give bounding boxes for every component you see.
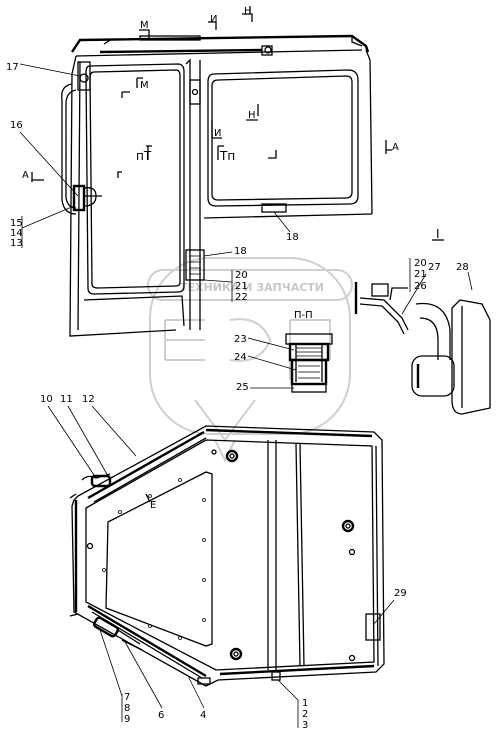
callout-20a: 20 [235, 270, 248, 281]
watermark: ТЕХНИКА И ЗАПЧАСТИ [147, 257, 353, 463]
callout-22: 22 [235, 292, 248, 303]
callout-24: 24 [234, 352, 247, 363]
callout-27: 27 [428, 262, 441, 273]
cab-top-view [69, 425, 385, 687]
mark-n-inner: Н [248, 110, 256, 121]
callout-17: 17 [6, 62, 19, 73]
upper-callouts: 17 16 15 14 13 18 18 20 21 22 [6, 62, 299, 303]
section-pp-label: П-П [294, 310, 313, 321]
detail-i-label: I [436, 227, 440, 241]
callout-21a: 21 [235, 281, 248, 292]
callout-4: 4 [200, 710, 206, 721]
view-e-label: Е [150, 500, 156, 511]
callout-1: 1 [302, 698, 308, 709]
lower-callouts: Е 10 11 12 29 7 8 9 6 4 1 2 3 [40, 394, 407, 731]
callout-20b: 20 [414, 258, 427, 269]
callout-10: 10 [40, 394, 53, 405]
callout-23: 23 [234, 334, 247, 345]
callout-9: 9 [124, 714, 130, 725]
callout-16: 16 [10, 120, 23, 131]
mark-i-top: И [210, 14, 217, 25]
mark-m-top: М [140, 20, 149, 31]
mark-i-inner: И [214, 128, 221, 139]
mark-a-right: А [392, 142, 399, 153]
callout-3: 3 [302, 720, 308, 731]
mark-n-top: Н [244, 6, 252, 17]
callout-7: 7 [124, 692, 130, 703]
callout-18a: 18 [286, 232, 299, 243]
mark-tp-right: Тп [219, 149, 235, 163]
cab-side-view [61, 34, 373, 337]
upper-section-marks: М И Н М Н И пТ Тп А А [22, 6, 399, 182]
detail-i: I 20 21 26 27 28 [354, 227, 491, 415]
mark-m-inner: М [140, 80, 149, 91]
watermark-text: ТЕХНИКА И ЗАПЧАСТИ [180, 281, 324, 294]
callout-25: 25 [236, 382, 249, 393]
callout-28: 28 [456, 262, 469, 273]
callout-29: 29 [394, 588, 407, 599]
callout-13: 13 [10, 238, 23, 249]
callout-11: 11 [60, 394, 73, 405]
mark-pt-left: пТ [136, 149, 152, 163]
callout-18b: 18 [234, 246, 247, 257]
callout-6: 6 [158, 710, 164, 721]
callout-21b: 21 [414, 269, 427, 280]
callout-14: 14 [10, 228, 23, 239]
callout-15: 15 [10, 218, 23, 229]
mark-a-left: А [22, 170, 29, 181]
callout-2: 2 [302, 709, 308, 720]
callout-26: 26 [414, 281, 427, 292]
callout-12: 12 [82, 394, 95, 405]
callout-8: 8 [124, 703, 130, 714]
section-pp: П-П 23 24 25 [234, 310, 333, 393]
